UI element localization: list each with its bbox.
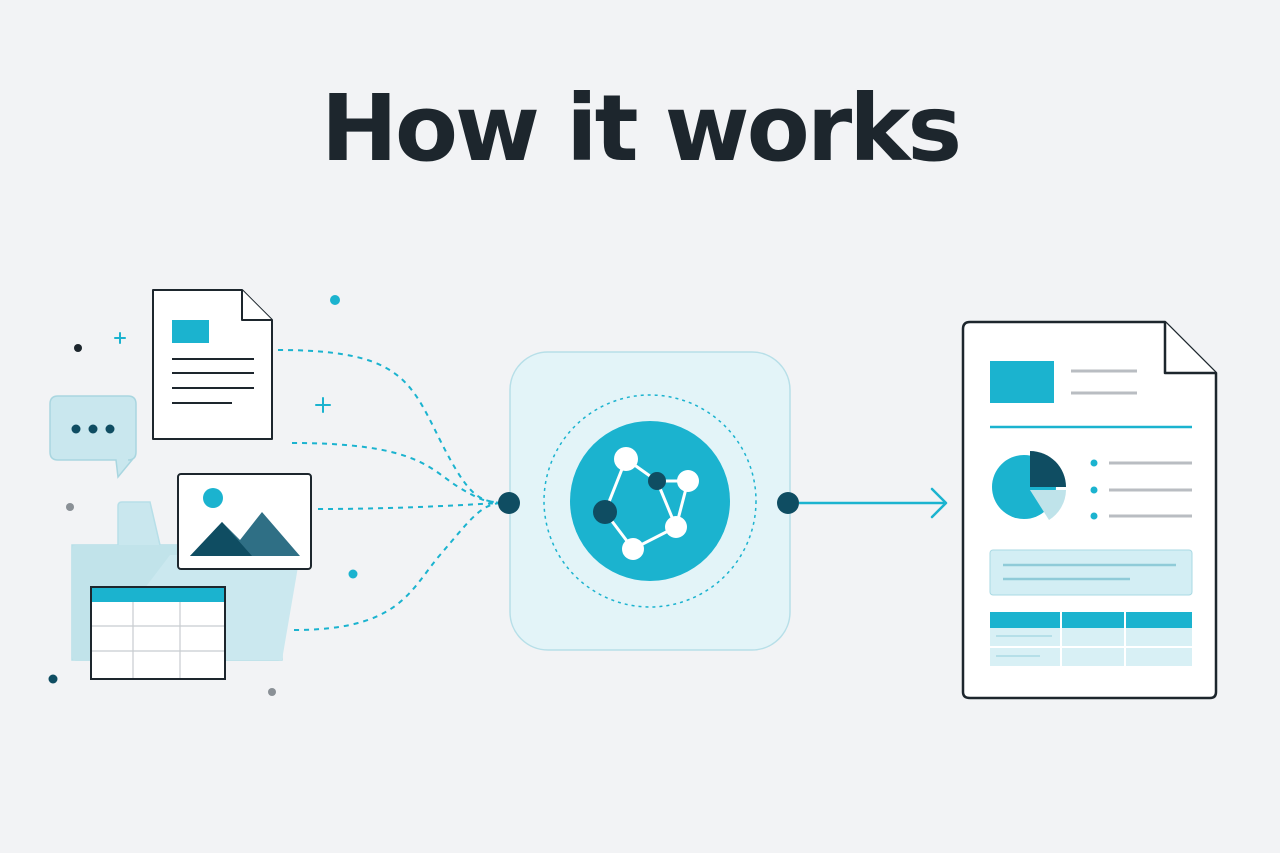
bullet-list [1090, 459, 1192, 520]
table [990, 612, 1192, 666]
connector-image [317, 502, 501, 510]
sparkle-dot [74, 344, 82, 352]
sparkle-dot [268, 688, 276, 696]
sparkle-dot [330, 295, 340, 305]
report-document-icon [961, 320, 1218, 700]
connector-chat [291, 442, 501, 504]
spreadsheet-icon [90, 586, 226, 680]
connector-document [277, 349, 501, 504]
text-document-icon [152, 289, 273, 440]
input-node [498, 492, 520, 514]
flow-nodes [498, 487, 948, 519]
output-node [777, 492, 799, 514]
processing-panel [509, 351, 791, 651]
sparkle-plus [114, 332, 331, 413]
text-box [989, 549, 1193, 596]
image-icon [177, 473, 312, 570]
sparkle-dot [66, 503, 74, 511]
connector-folder [293, 502, 501, 631]
page-title: How it works [320, 75, 962, 182]
decorative-sparkles [48, 295, 358, 696]
header-block [990, 361, 1137, 403]
sparkle-dot [348, 569, 358, 579]
pie-chart-icon [992, 451, 1066, 520]
network-graph-icon [570, 421, 730, 581]
sparkle-dot [48, 674, 58, 684]
input-connectors [277, 349, 501, 631]
arrow-head-icon [930, 487, 948, 519]
chat-bubble-icon [49, 395, 137, 479]
